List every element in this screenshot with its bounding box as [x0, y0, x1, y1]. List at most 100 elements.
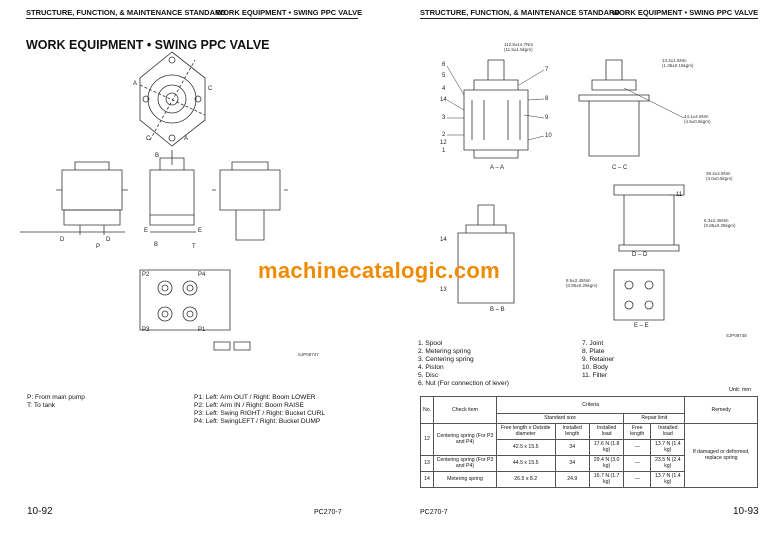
- section-label-aa: A – A: [490, 165, 505, 171]
- function-p4: P4: Left: SwingLEFT / Right: Bucket DUMP: [194, 418, 321, 425]
- right-header-section: STRUCTURE, FUNCTION, & MAINTENANCE STAND…: [420, 8, 620, 17]
- callout: 10: [545, 133, 552, 139]
- parts-list: 1. Spool 2. Metering spring 3. Centering…: [418, 340, 509, 388]
- callout: 1: [442, 148, 446, 154]
- callout: 12: [440, 140, 447, 146]
- watermark: machinecatalogic.com: [258, 258, 500, 283]
- parts-list: 7. Joint 8. Plate 9. Retainer 10. Body 1…: [582, 340, 614, 380]
- left-header-section: STRUCTURE, FUNCTION, & MAINTENANCE STAND…: [26, 8, 226, 17]
- torque-spec: 44.1±4.9Nm(4.5±0.5kgm): [684, 114, 711, 124]
- port-legend: P: From main pump T: To tank: [27, 394, 85, 410]
- part-item: 4. Piston: [418, 364, 444, 371]
- torque-spec: 112.8±14.7Nm(11.5±1.5kgm): [504, 42, 534, 52]
- cell-rload: 13.7 N (1.4 kg): [650, 438, 686, 456]
- part-item: 2. Metering spring: [418, 348, 471, 355]
- port-t: T: To tank: [27, 402, 56, 409]
- port-label: P1: [198, 327, 206, 333]
- torque-spec: 39.2±4.9Nm(4.0±0.5kgm): [706, 171, 733, 181]
- callout: 13: [440, 287, 447, 293]
- diagram-label: P: [96, 244, 101, 250]
- unit-label: Unit: mm: [729, 387, 751, 393]
- cell-rload: 23.5 N (2.4 kg): [650, 454, 686, 472]
- diagram-label: B: [155, 153, 160, 159]
- cell-len: 34: [554, 454, 591, 472]
- left-page-number: 10-92: [27, 506, 53, 517]
- table-row: 13 Centering spring (For P3 and P4) 44.5…: [419, 454, 758, 472]
- valve-drawings-left: [20, 51, 288, 351]
- maintenance-standard-table: No. Check item Criteria Remedy Standard …: [419, 396, 758, 488]
- part-item: 9. Retainer: [582, 356, 615, 363]
- diagram-label: A: [133, 81, 138, 87]
- cell-load: 29.4 N (3.0 kg): [589, 454, 625, 472]
- figure-id: SJP08748: [726, 333, 747, 338]
- torque-spec: 13.2±1.5Nm(1.35±0.15kgm): [662, 58, 694, 68]
- cell-free: 44.5 x 15.5: [495, 454, 556, 472]
- callout: 11: [676, 192, 683, 198]
- callout: 2: [442, 132, 446, 138]
- cell-item: Metering spring: [433, 470, 497, 488]
- cell-free: 26.5 x 8.2: [495, 470, 556, 488]
- diagram-label: A: [184, 136, 189, 142]
- torque-spec: 8.3±2.45Nm(0.85±0.25kgm): [704, 218, 736, 228]
- part-item: 1. Spool: [418, 340, 443, 347]
- valve-drawings-right: [446, 59, 685, 321]
- cell-load: 17.6 N (1.8 kg): [589, 438, 625, 456]
- diagram-label: E: [144, 228, 149, 234]
- left-header-topic: WORK EQUIPMENT • SWING PPC VALVE: [216, 8, 363, 17]
- callout: 3: [442, 115, 446, 121]
- part-item: 3. Centering spring: [418, 356, 474, 363]
- diagram-label: C: [146, 136, 151, 142]
- torque-spec: 8.6±2.45Nm(0.85±0.25kgm): [566, 278, 598, 288]
- callout: 7: [545, 67, 549, 73]
- left-model: PC270-7: [314, 509, 342, 516]
- cell-rfree: —: [623, 470, 652, 488]
- callout: 8: [545, 96, 549, 102]
- col-no: No.: [419, 396, 435, 424]
- function-p3: P3: Left: Swing RIGHT / Right: Bucket CU…: [194, 410, 326, 417]
- subhead-installed-length: Installed length: [554, 422, 591, 440]
- cell-no: 12: [419, 422, 435, 456]
- diagram-label: D: [60, 237, 65, 243]
- col-criteria: Criteria: [495, 396, 686, 414]
- port-label: P2: [142, 272, 150, 278]
- col-remedy: Remedy: [684, 396, 758, 424]
- part-item: 11. Filter: [582, 372, 608, 379]
- cell-load: 16.7 N (1.7 kg): [589, 470, 625, 488]
- subhead-installed-load-limit: Installed load: [650, 422, 686, 440]
- cell-len: 24.9: [554, 470, 591, 488]
- part-item: 5. Disc: [418, 372, 439, 379]
- callout: 4: [442, 86, 446, 92]
- section-label-ee: E – E: [634, 323, 649, 329]
- callout: 14: [440, 97, 447, 103]
- cell-item: Centering spring (For P3 and P4): [433, 422, 497, 456]
- cell-len: 34: [554, 438, 591, 456]
- port-label: P4: [198, 272, 206, 278]
- right-page-number: 10-93: [733, 506, 759, 517]
- col-standard-size: Standard size: [495, 413, 625, 424]
- callout: 9: [545, 115, 549, 121]
- callout: 6: [442, 62, 446, 68]
- right-header-rule: [420, 18, 758, 19]
- function-p1: P1: Left: Arm OUT / Right: Boom LOWER: [194, 394, 316, 401]
- cell-rfree: —: [623, 454, 652, 472]
- part-item: 10. Body: [582, 364, 609, 371]
- cell-no: 13: [419, 454, 435, 472]
- left-header-rule: [26, 18, 358, 19]
- function-legend: P1: Left: Arm OUT / Right: Boom LOWER P2…: [194, 394, 325, 426]
- section-label-dd: D – D: [632, 252, 648, 258]
- callout: 14: [440, 237, 447, 243]
- diagram-label: T: [192, 244, 196, 250]
- port-label: P3: [142, 327, 150, 333]
- cell-item: Centering spring (For P3 and P4): [433, 454, 497, 472]
- function-p2: P2: Left: Arm IN / Right: Boom RAISE: [194, 402, 304, 409]
- part-item: 7. Joint: [582, 340, 604, 347]
- table-row: 14 Metering spring 26.5 x 8.2 24.9 16.7 …: [419, 470, 758, 488]
- col-repair-limit: Repair limit: [623, 413, 686, 424]
- right-header-topic: WORK EQUIPMENT • SWING PPC VALVE: [612, 8, 759, 17]
- figure-id: SJP08747: [298, 352, 319, 357]
- cell-rfree: —: [623, 438, 652, 456]
- cell-free: 42.5 x 15.5: [495, 438, 556, 456]
- part-item: 6. Nut (For connection of lever): [418, 380, 509, 387]
- section-label-bb: B – B: [490, 307, 505, 313]
